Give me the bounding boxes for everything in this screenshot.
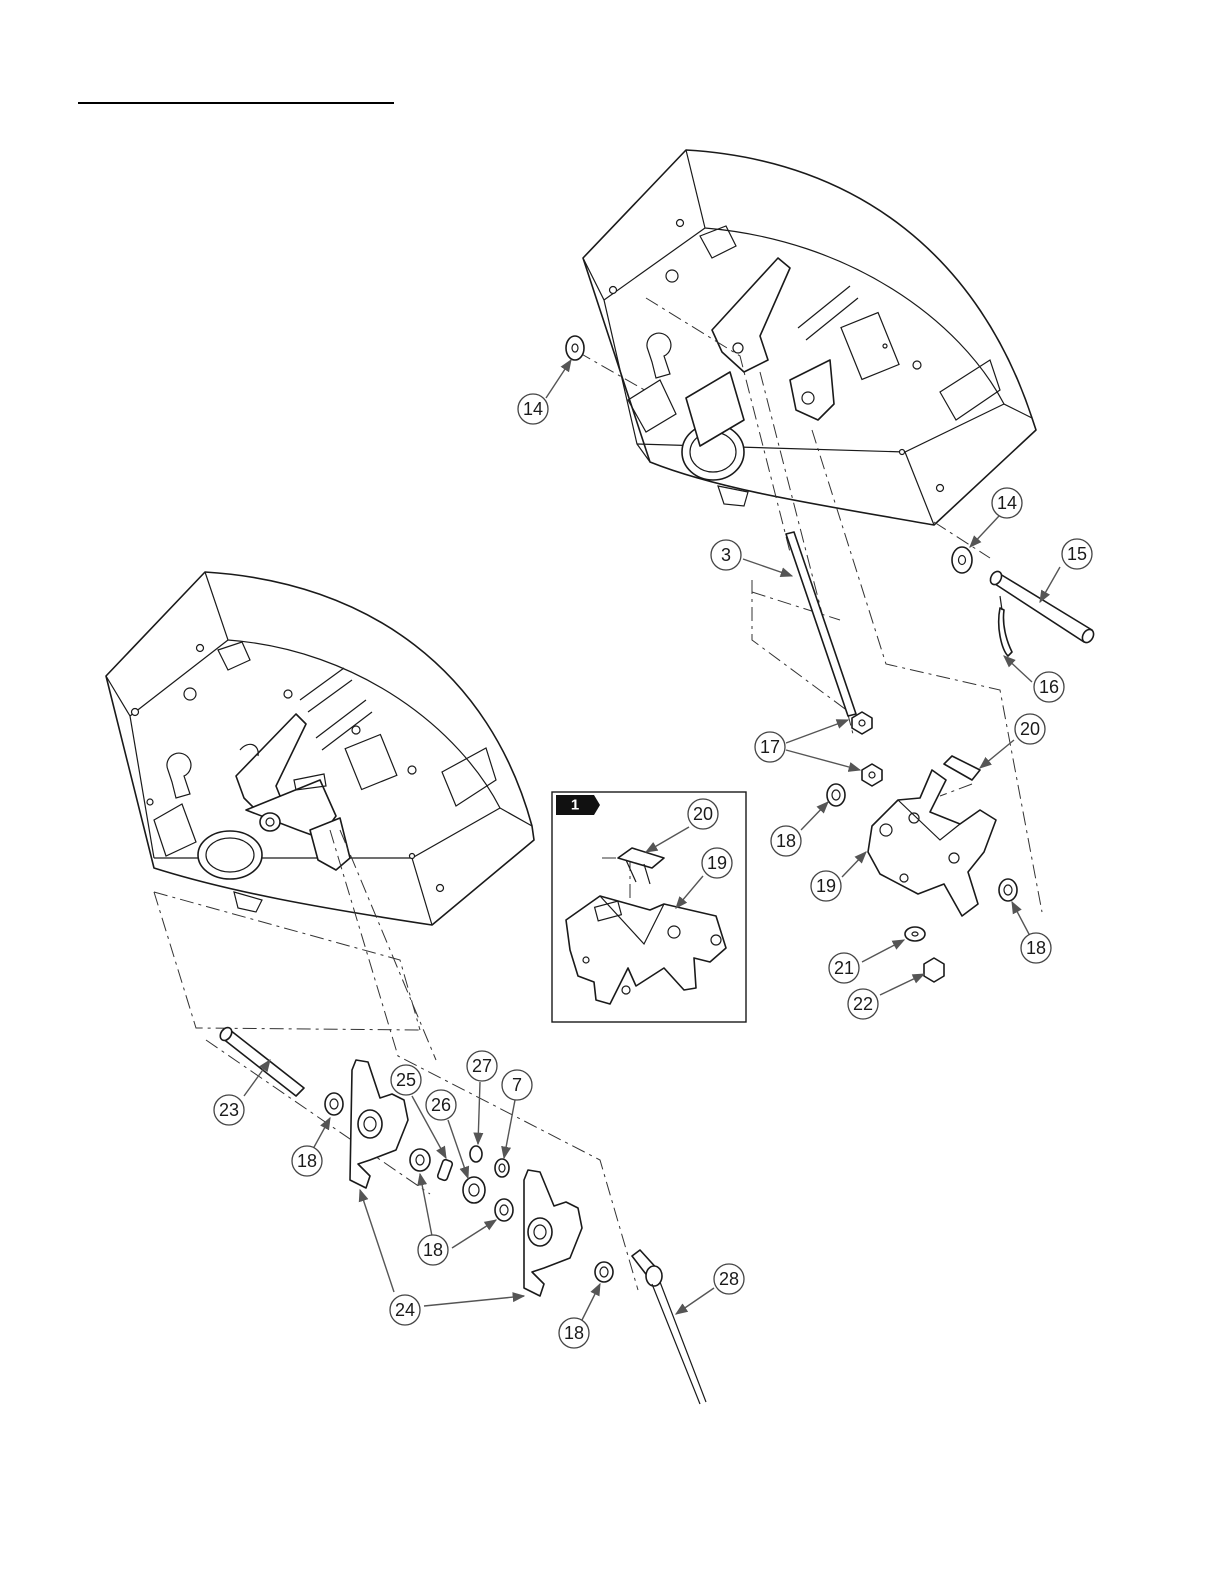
inset-detail-1: 1 [552, 792, 746, 1022]
callout-3: 3 [711, 540, 741, 570]
inset-tag-label: 1 [571, 797, 579, 814]
svg-text:15: 15 [1067, 544, 1087, 564]
pin-15 [992, 574, 1092, 642]
callout-26: 26 [426, 1090, 456, 1120]
callout-inset-20: 20 [688, 799, 718, 829]
svg-text:26: 26 [431, 1095, 451, 1115]
pin-23 [222, 1030, 304, 1096]
callout-18e: 18 [559, 1318, 589, 1348]
callout-7: 7 [502, 1070, 532, 1100]
rod-3 [786, 532, 856, 716]
callout-18b: 18 [1021, 933, 1051, 963]
callout-14b: 14 [992, 488, 1022, 518]
cotter-pin-16 [999, 608, 1012, 656]
callout-25: 25 [391, 1065, 421, 1095]
nut-27 [470, 1146, 482, 1162]
svg-text:18: 18 [423, 1240, 443, 1260]
svg-text:18: 18 [297, 1151, 317, 1171]
svg-text:23: 23 [219, 1100, 239, 1120]
svg-text:27: 27 [472, 1056, 492, 1076]
key-20 [944, 756, 980, 780]
svg-text:18: 18 [564, 1323, 584, 1343]
callout-19: 19 [811, 871, 841, 901]
svg-text:19: 19 [707, 853, 727, 873]
spacer-25 [437, 1159, 453, 1181]
svg-text:17: 17 [760, 737, 780, 757]
svg-text:18: 18 [776, 831, 796, 851]
svg-text:28: 28 [719, 1269, 739, 1289]
callout-inset-19: 19 [702, 848, 732, 878]
callout-21: 21 [829, 953, 859, 983]
svg-text:22: 22 [853, 994, 873, 1014]
svg-text:14: 14 [997, 493, 1017, 513]
callout-27: 27 [467, 1051, 497, 1081]
callout-24: 24 [390, 1295, 420, 1325]
callout-18c: 18 [292, 1146, 322, 1176]
svg-text:18: 18 [1026, 938, 1046, 958]
callout-15: 15 [1062, 539, 1092, 569]
callout-20: 20 [1015, 714, 1045, 744]
svg-text:24: 24 [395, 1300, 415, 1320]
svg-text:19: 19 [816, 876, 836, 896]
svg-text:20: 20 [1020, 719, 1040, 739]
callout-28: 28 [714, 1264, 744, 1294]
svg-text:14: 14 [523, 399, 543, 419]
svg-text:21: 21 [834, 958, 854, 978]
lower-housing [106, 572, 534, 925]
callout-23: 23 [214, 1095, 244, 1125]
callout-16: 16 [1034, 672, 1064, 702]
callout-18a: 18 [771, 826, 801, 856]
lower-parts [218, 1025, 706, 1404]
nut-22 [924, 958, 944, 982]
callout-14a: 14 [518, 394, 548, 424]
callout-18d: 18 [418, 1235, 448, 1265]
svg-text:7: 7 [512, 1075, 522, 1095]
callout-22: 22 [848, 989, 878, 1019]
bracket-19 [868, 770, 996, 916]
upper-housing [583, 150, 1036, 525]
svg-text:3: 3 [721, 545, 731, 565]
svg-text:20: 20 [693, 804, 713, 824]
callout-17: 17 [755, 732, 785, 762]
svg-text:16: 16 [1039, 677, 1059, 697]
svg-text:25: 25 [396, 1070, 416, 1090]
